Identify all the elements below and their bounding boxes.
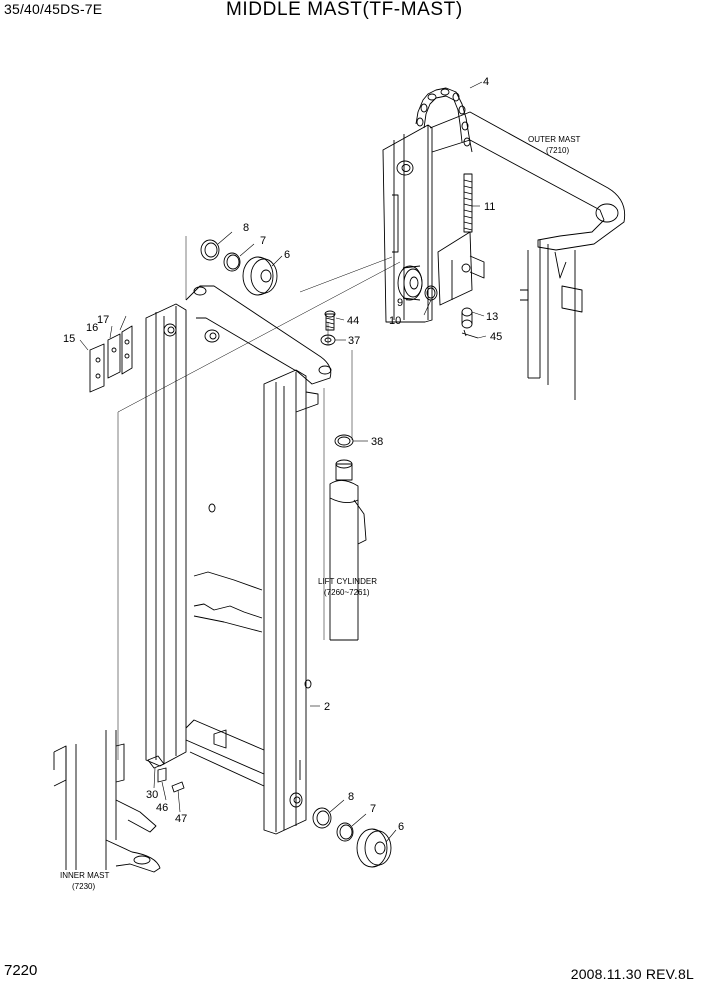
callout-6-upper: 6 — [284, 249, 290, 261]
callout-7-upper: 7 — [260, 235, 266, 247]
outer-mast-ref: (7210) — [546, 146, 569, 155]
leader-lines — [79, 81, 487, 843]
rollers-and-hardware — [200, 239, 392, 868]
callout-7-lower: 7 — [370, 803, 376, 815]
lift-cylinder-label: LIFT CYLINDER — [318, 577, 377, 586]
callout-2: 2 — [324, 701, 330, 713]
callout-9: 9 — [397, 297, 403, 309]
model-code: 35/40/45DS-7E — [4, 1, 103, 17]
inner-mast-ref: (7230) — [72, 882, 95, 891]
callout-38: 38 — [371, 436, 383, 448]
callout-45: 45 — [490, 331, 502, 343]
callout-11: 11 — [484, 201, 495, 213]
callout-47: 47 — [175, 813, 187, 825]
callout-30: 30 — [146, 789, 158, 801]
outer-mast-drawing — [382, 87, 626, 400]
callout-37: 37 — [348, 335, 360, 347]
callout-17: 17 — [97, 314, 109, 326]
callout-4: 4 — [483, 76, 489, 88]
outer-mast-label: OUTER MAST — [528, 135, 581, 144]
callout-46: 46 — [156, 802, 168, 814]
page-title: MIDDLE MAST(TF-MAST) — [226, 0, 463, 20]
callout-44: 44 — [347, 315, 359, 327]
inner-mast-label: INNER MAST — [60, 871, 109, 880]
callout-8-lower: 8 — [348, 791, 354, 803]
callout-6-lower: 6 — [398, 821, 404, 833]
middle-mast-drawing — [89, 285, 332, 835]
lift-cylinder-ref: (7260~7261) — [324, 588, 370, 597]
date-revision: 2008.11.30 REV.8L — [570, 966, 694, 982]
projection-lines — [117, 236, 401, 760]
callout-15: 15 — [63, 333, 75, 345]
inner-mast-drawing — [53, 730, 161, 873]
callout-13: 13 — [486, 311, 498, 323]
callout-16: 16 — [86, 322, 98, 334]
page-code: 7220 — [4, 962, 38, 979]
callout-8-upper: 8 — [243, 222, 249, 234]
callout-10: 10 — [389, 315, 401, 327]
